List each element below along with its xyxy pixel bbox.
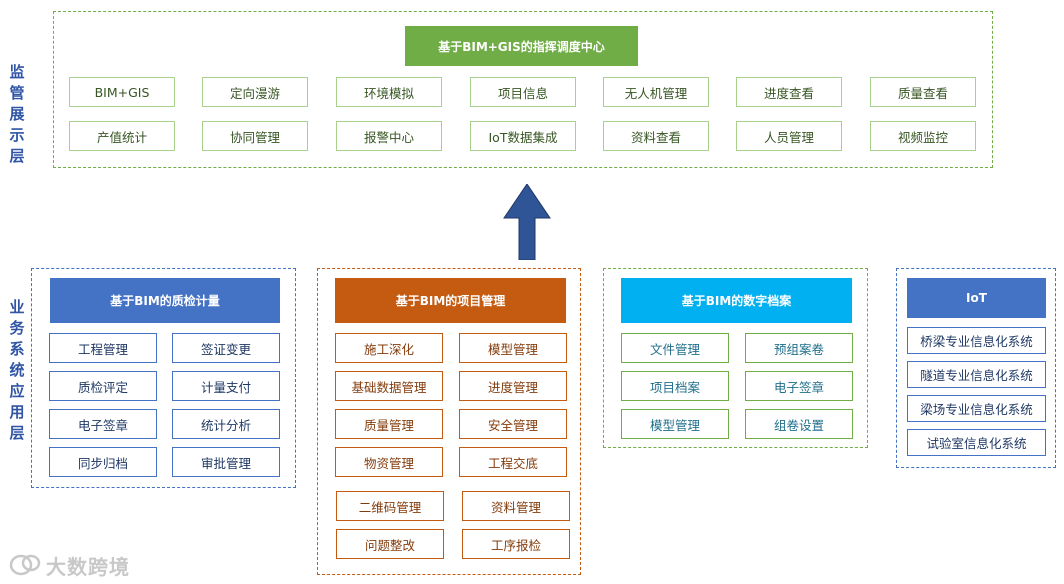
command-center-header: 基于BIM+GIS的指挥调度中心 [405,26,638,66]
top-module-button[interactable]: 质量查看 [870,77,976,107]
digital-archive-frame [603,268,868,448]
quality-inspection-header: 基于BIM的质检计量 [50,278,280,323]
watermark-logo-icon [9,554,41,576]
iot-system-button[interactable]: 试验室信息化系统 [907,429,1046,456]
project-module-button[interactable]: 模型管理 [459,333,567,363]
archive-module-button[interactable]: 预组案卷 [745,333,853,363]
top-module-button[interactable]: 协同管理 [202,121,308,151]
quality-module-button[interactable]: 统计分析 [172,409,280,439]
project-module-button[interactable]: 安全管理 [459,409,567,439]
top-module-button[interactable]: 报警中心 [336,121,442,151]
project-module-button[interactable]: 物资管理 [335,447,443,477]
top-module-button[interactable]: BIM+GIS [69,77,175,107]
top-module-button[interactable]: IoT数据集成 [470,121,576,151]
business-layer-label: 业务系统应用层 [9,298,25,442]
up-arrow-icon [503,184,551,260]
quality-module-button[interactable]: 计量支付 [172,371,280,401]
top-module-button[interactable]: 产值统计 [69,121,175,151]
iot-system-button[interactable]: 桥梁专业信息化系统 [907,327,1046,354]
quality-inspection-frame [31,268,296,488]
top-module-button[interactable]: 环境模拟 [336,77,442,107]
project-module-button[interactable]: 工程交底 [459,447,567,477]
project-module-button[interactable]: 施工深化 [335,333,443,363]
quality-module-button[interactable]: 质检评定 [49,371,157,401]
quality-module-button[interactable]: 签证变更 [172,333,280,363]
project-module-button[interactable]: 基础数据管理 [335,371,443,401]
top-module-button[interactable]: 资料查看 [603,121,709,151]
project-module-button[interactable]: 二维码管理 [336,491,444,521]
digital-archive-header: 基于BIM的数字档案 [621,278,852,323]
iot-system-button[interactable]: 梁场专业信息化系统 [907,395,1046,422]
monitoring-layer-frame [53,11,993,168]
top-module-button[interactable]: 无人机管理 [603,77,709,107]
top-module-button[interactable]: 视频监控 [870,121,976,151]
quality-module-button[interactable]: 同步归档 [49,447,157,477]
project-module-button[interactable]: 问题整改 [336,529,444,559]
archive-module-button[interactable]: 项目档案 [621,371,729,401]
iot-system-button[interactable]: 隧道专业信息化系统 [907,361,1046,388]
project-module-button[interactable]: 进度管理 [459,371,567,401]
watermark: 大数跨境 [8,550,130,580]
iot-header: IoT [907,278,1046,318]
quality-module-button[interactable]: 审批管理 [172,447,280,477]
project-module-button[interactable]: 工序报检 [462,529,570,559]
project-module-button[interactable]: 资料管理 [462,491,570,521]
project-management-header: 基于BIM的项目管理 [335,278,566,323]
archive-module-button[interactable]: 模型管理 [621,409,729,439]
quality-module-button[interactable]: 电子签章 [49,409,157,439]
top-module-button[interactable]: 进度查看 [736,77,842,107]
quality-module-button[interactable]: 工程管理 [49,333,157,363]
archive-module-button[interactable]: 文件管理 [621,333,729,363]
project-module-button[interactable]: 质量管理 [335,409,443,439]
archive-module-button[interactable]: 电子签章 [745,371,853,401]
archive-module-button[interactable]: 组卷设置 [745,409,853,439]
project-management-frame [317,268,581,575]
top-module-button[interactable]: 人员管理 [736,121,842,151]
monitoring-layer-label: 监管展示层 [9,63,25,165]
top-module-button[interactable]: 项目信息 [470,77,576,107]
top-module-button[interactable]: 定向漫游 [202,77,308,107]
watermark-text: 大数跨境 [46,554,130,579]
iot-frame [896,268,1056,468]
